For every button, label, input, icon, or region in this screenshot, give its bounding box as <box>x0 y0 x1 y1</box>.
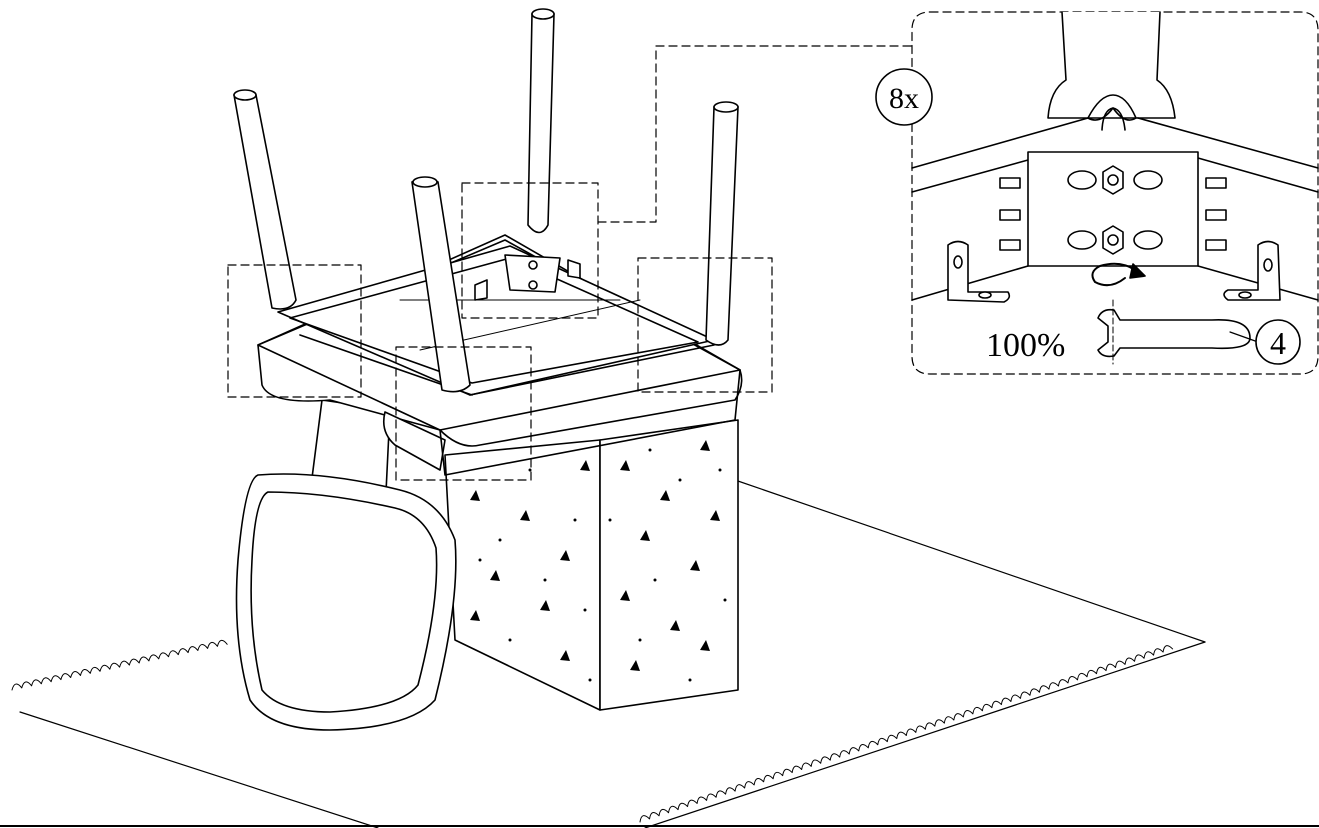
bolt-nut <box>1102 165 1124 255</box>
quantity-badge: 8x <box>875 68 933 126</box>
leg-back-left <box>233 90 297 310</box>
tool-size-badge: 4 <box>1255 319 1301 365</box>
mounting-tabs <box>947 240 1281 303</box>
callout-boxes <box>227 45 913 481</box>
callout-box-front-center <box>395 346 532 481</box>
wrench-icon <box>1097 299 1251 365</box>
callout-box-back-center <box>461 182 599 319</box>
torque-label: 100% <box>986 327 1065 364</box>
leg-back-center <box>527 10 555 234</box>
floor-rug <box>0 479 1319 828</box>
rotate-arrow-icon <box>1091 262 1146 287</box>
detail-inset-border <box>911 11 1319 375</box>
tool-size-leader <box>1229 331 1259 343</box>
callout-box-back-left <box>227 264 362 398</box>
bracket-slots <box>999 170 1227 251</box>
rug-fringe-left <box>11 639 228 691</box>
detail-inset: 8x 100% 4 <box>875 11 1319 375</box>
concrete-speckles <box>470 440 727 682</box>
concrete-block <box>444 419 739 711</box>
chair-backrest <box>235 399 457 731</box>
rug-fringe-right <box>639 645 1174 823</box>
callout-box-front-right <box>637 257 773 393</box>
chair-legs <box>233 8 739 393</box>
leg-front-right <box>705 102 739 346</box>
corner-bracket <box>474 254 581 301</box>
quantity-label: 8x <box>889 82 919 115</box>
callout-leader-line <box>597 45 913 223</box>
tool-size-label: 4 <box>1270 325 1286 361</box>
